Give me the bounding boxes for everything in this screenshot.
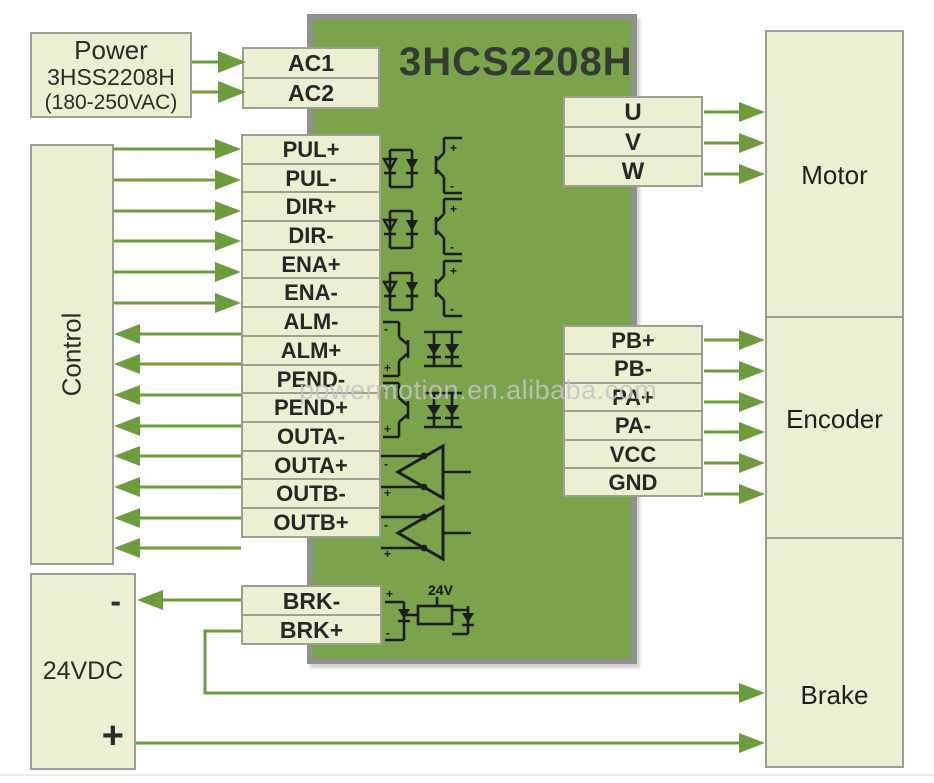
terminal-v: V — [563, 125, 703, 157]
control-label: Control — [56, 312, 87, 397]
motor-encoder-divider — [767, 316, 902, 318]
terminal-pul-plus: PUL+ — [241, 134, 381, 165]
terminal-brk-plus: BRK+ — [241, 614, 382, 645]
uvw-to-motor-arrows — [704, 102, 765, 184]
dc-plus-terminal: + — [101, 715, 124, 757]
watermark: powermotion.en.alibaba.com — [299, 375, 658, 405]
terminal-ena-plus: ENA+ — [241, 248, 381, 280]
encoder-brake-divider — [767, 537, 902, 539]
signal-terminal-stack: PUL+ PUL- DIR+ DIR- ENA+ ENA- ALM- ALM+ … — [241, 134, 381, 538]
power-supply-box: Power 3HSS2208H (180-250VAC) — [30, 32, 192, 118]
motor-label: Motor — [801, 160, 868, 190]
brake-label: Brake — [800, 680, 869, 710]
terminal-outa-plus: OUTA+ — [241, 449, 381, 481]
terminal-vcc: VCC — [563, 438, 703, 469]
terminal-dir-minus: DIR- — [241, 220, 381, 251]
ac-terminal-stack: AC1 AC2 — [242, 47, 380, 109]
terminal-ac1: AC1 — [242, 47, 380, 79]
driver-title: 3HCS2208H — [399, 40, 633, 84]
terminal-dir-plus: DIR+ — [241, 191, 381, 223]
terminal-brk-minus: BRK- — [241, 585, 382, 616]
terminal-u: U — [563, 96, 703, 128]
terminal-alm-plus: ALM+ — [241, 334, 381, 366]
encoder-arrows — [704, 330, 765, 504]
terminal-outb-minus: OUTB- — [241, 478, 381, 509]
brake-terminal-stack: BRK- BRK+ — [241, 585, 382, 645]
terminal-alm-minus: ALM- — [241, 306, 381, 337]
encoder-label: Encoder — [786, 404, 883, 434]
terminal-ac2: AC2 — [242, 77, 380, 109]
terminal-pa-minus: PA- — [563, 410, 703, 441]
power-name: Power — [74, 35, 148, 65]
terminal-pa-plus: PA+ — [563, 381, 703, 413]
terminal-outb-plus: OUTB+ — [241, 506, 381, 538]
bottom-separator — [0, 774, 934, 776]
terminal-pb-minus: PB- — [563, 353, 703, 384]
terminal-ena-minus: ENA- — [241, 277, 381, 309]
dc-supply-label: 24VDC — [42, 657, 124, 685]
terminal-pb-plus: PB+ — [563, 325, 703, 356]
control-input-arrows — [114, 139, 241, 313]
terminal-pend-plus: PEND+ — [241, 392, 381, 423]
encoder-terminal-stack: PB+ PB- PA+ PA- VCC GND — [563, 325, 703, 498]
dc-supply-box: - 24VDC + — [30, 573, 136, 770]
device-column: Motor Encoder Brake — [765, 30, 904, 768]
terminal-pul-minus: PUL- — [241, 162, 381, 194]
terminal-pend-minus: PEND- — [241, 363, 381, 395]
motor-terminal-stack: U V W — [563, 96, 703, 187]
control-box: Control — [30, 144, 114, 565]
power-model: 3HSS2208H — [47, 64, 175, 90]
driver-output-arrows — [114, 324, 241, 558]
terminal-gnd: GND — [563, 466, 703, 498]
power-voltage-range: (180-250VAC) — [44, 91, 178, 114]
terminal-w: W — [563, 155, 703, 187]
dc-minus-terminal: - — [110, 583, 121, 619]
terminal-outa-minus: OUTA- — [241, 420, 381, 452]
power-to-ac-arrows — [192, 51, 246, 103]
